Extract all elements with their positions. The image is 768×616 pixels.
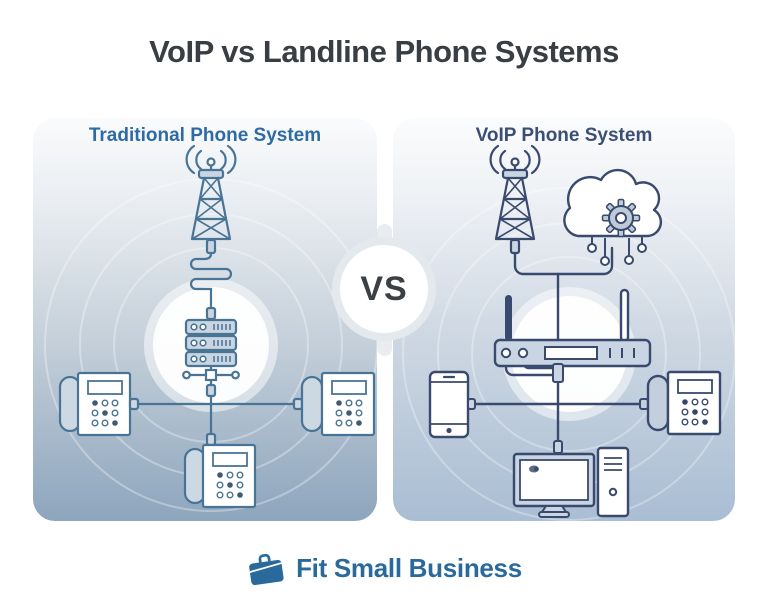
briefcase-icon — [249, 553, 284, 586]
cloud-icon — [563, 168, 663, 266]
traditional-phone-panel: Traditional Phone System — [33, 118, 377, 521]
voip-panel-heading: VoIP Phone System — [475, 125, 653, 146]
desk-phone-icon — [639, 370, 722, 436]
router-antenna-right — [619, 288, 630, 343]
gear-icon — [601, 198, 641, 238]
coiled-wire-icon — [189, 252, 233, 308]
signal-waves-icon — [489, 144, 541, 175]
footer-brand: Fit Small Business — [0, 546, 768, 590]
desk-phone-icon — [292, 371, 376, 437]
vs-label: VS — [340, 245, 428, 333]
radio-tower-icon — [185, 144, 237, 255]
router-antenna-left — [505, 295, 512, 341]
desk-phone-icon — [183, 432, 257, 509]
traditional-diagram — [44, 144, 377, 512]
computer-tower — [596, 446, 630, 518]
page-title: VoIP vs Landline Phone Systems — [149, 34, 619, 69]
cloud-connection-nodes — [587, 236, 647, 266]
radio-tower-icon — [489, 144, 541, 255]
traditional-panel-heading: Traditional Phone System — [88, 125, 322, 146]
voip-diagram — [402, 144, 735, 521]
smartphone-icon — [428, 370, 476, 439]
desktop-computer-icon — [512, 446, 630, 518]
voip-phone-panel: VoIP Phone System — [393, 118, 735, 521]
footer-brand-text: Fit Small Business — [296, 552, 522, 583]
router-icon — [493, 288, 652, 454]
pbx-server-icon — [182, 306, 240, 398]
vs-badge: VS — [332, 237, 436, 341]
network-splitter-icon — [182, 368, 240, 382]
signal-waves-icon — [185, 144, 237, 175]
desk-phone-icon — [58, 371, 140, 437]
